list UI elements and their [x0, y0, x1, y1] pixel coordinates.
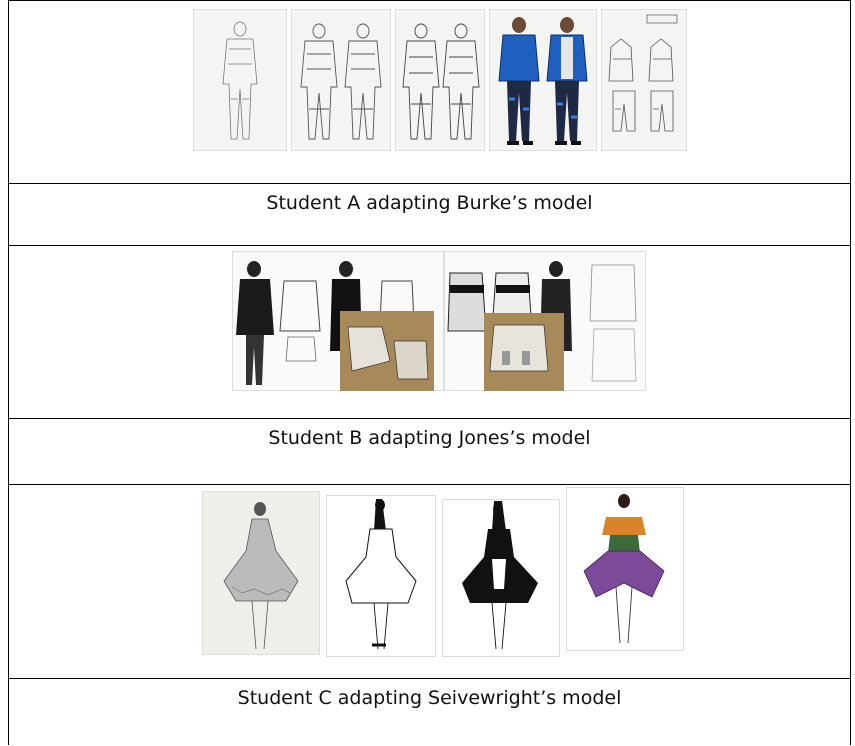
- colour-illustration-image: [489, 9, 597, 151]
- black-white-dress-image: [442, 499, 560, 657]
- caption-student-c: Student C adapting Seivewright’s model: [237, 687, 622, 709]
- flat-drawing-image: [601, 9, 687, 151]
- caption-student-b: Student B adapting Jones’s model: [268, 427, 591, 449]
- caption-row-student-c: Student C adapting Seivewright’s model: [9, 679, 850, 746]
- line-dress-image: [326, 495, 436, 657]
- collage-image: [444, 251, 646, 391]
- pencil-dress-image: [202, 491, 320, 655]
- colour-dress-image: [566, 487, 684, 651]
- sketch-image: [291, 9, 391, 151]
- collage-image: [232, 251, 444, 391]
- caption-row-student-b: Student B adapting Jones’s model: [9, 419, 850, 485]
- image-row-student-a: [9, 1, 850, 184]
- image-strip-a: [193, 9, 687, 151]
- image-row-student-c: [9, 485, 850, 679]
- sketch-image: [193, 9, 287, 151]
- image-strip-b: [232, 251, 646, 391]
- caption-row-student-a: Student A adapting Burke’s model: [9, 184, 850, 246]
- caption-student-a: Student A adapting Burke’s model: [266, 192, 593, 214]
- image-row-student-b: [9, 246, 850, 419]
- image-strip-c: [202, 487, 684, 657]
- figure-table: Student A adapting Burke’s model: [8, 0, 851, 745]
- sketch-image: [395, 9, 485, 151]
